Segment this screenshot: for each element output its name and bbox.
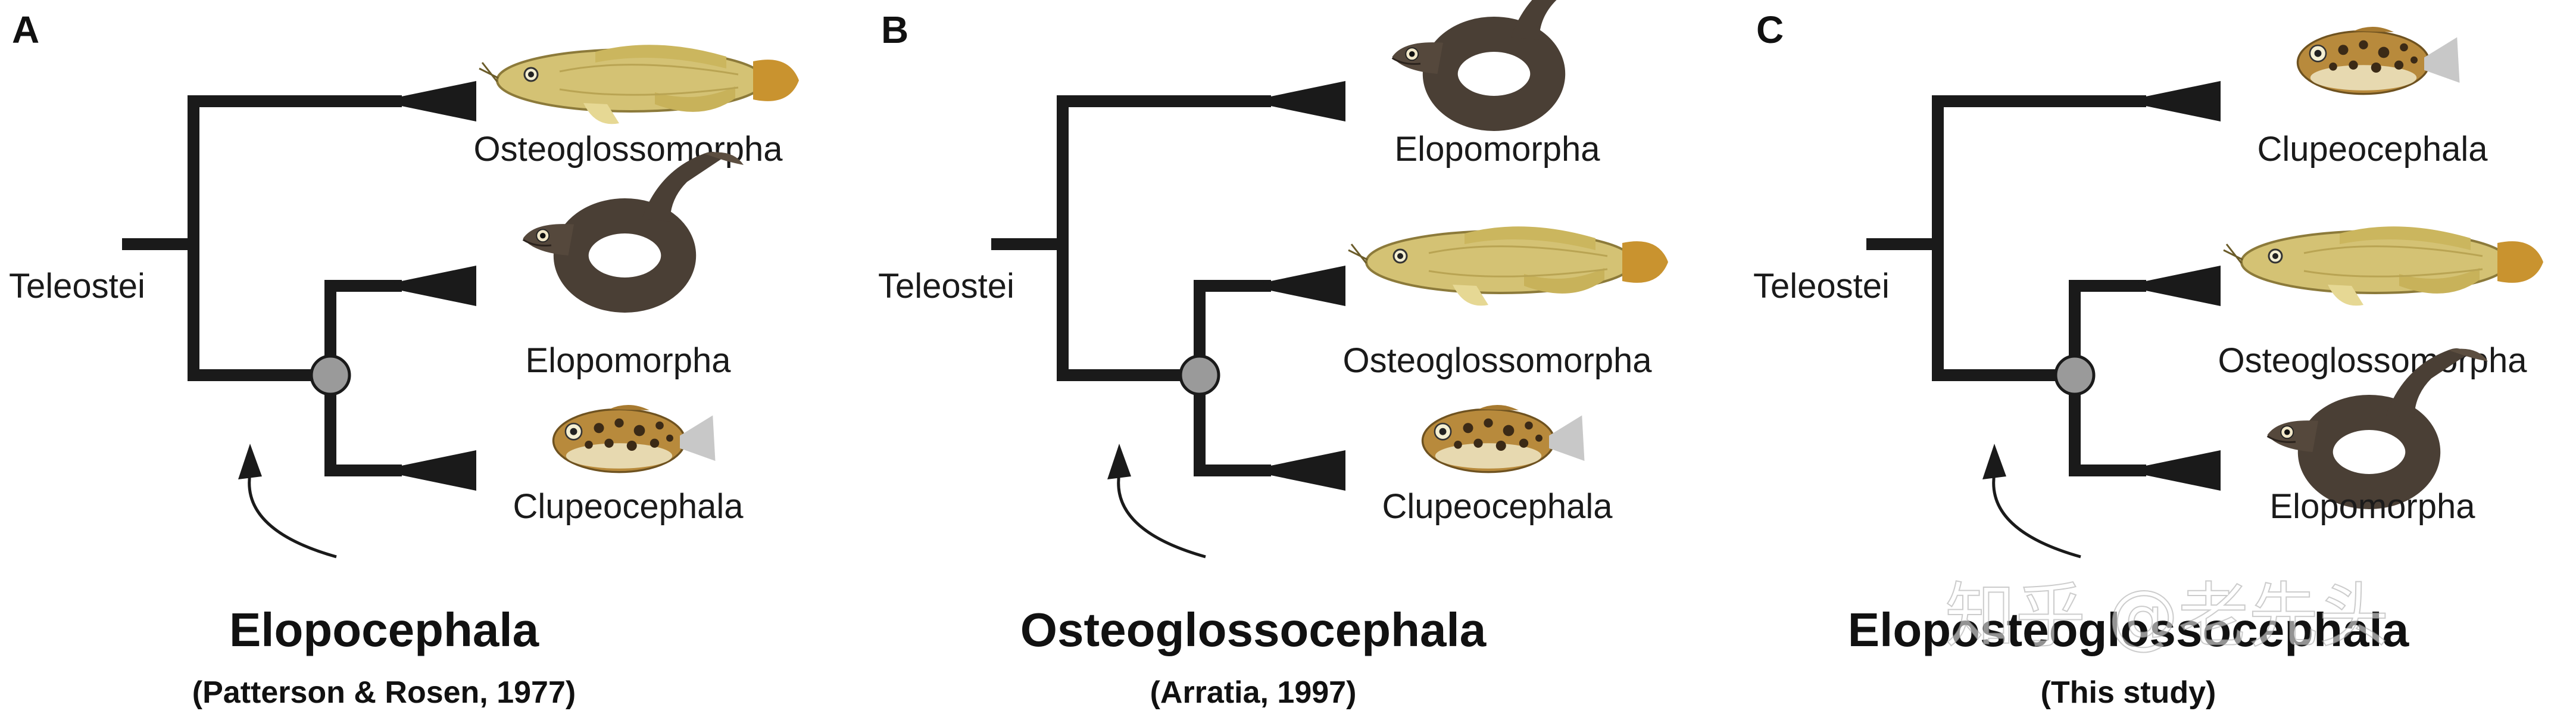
clade-label: Clupeocephala bbox=[1382, 487, 1613, 526]
eel-icon bbox=[1392, 0, 1613, 114]
clade-wedge bbox=[2134, 450, 2221, 491]
clade-wedge bbox=[1259, 266, 1345, 306]
clade-label: Elopomorpha bbox=[526, 341, 732, 380]
citation: (Arratia, 1997) bbox=[1150, 675, 1357, 710]
arowana-icon bbox=[2222, 225, 2544, 307]
clade-wedge bbox=[1259, 450, 1345, 491]
arrow-line bbox=[1992, 473, 2081, 559]
panel-b: B Teleostei ElopomorphaOsteoglossomorphaCl… bbox=[878, 0, 1669, 710]
arowana-icon bbox=[478, 43, 800, 126]
ancestral-node bbox=[1179, 354, 1220, 396]
panel-c: C Teleostei ClupeocephalaOsteoglossomorpha… bbox=[1753, 8, 2544, 710]
arowana-icon bbox=[1347, 225, 1669, 307]
tree-branches bbox=[991, 95, 1271, 476]
root-label: Teleostei bbox=[9, 267, 145, 305]
root-label: Teleostei bbox=[1753, 267, 1890, 305]
clade-title: Elopocephala bbox=[229, 603, 539, 656]
tree-branches bbox=[122, 95, 402, 476]
citation: (Patterson & Rosen, 1977) bbox=[192, 675, 576, 710]
tree-branches bbox=[1866, 95, 2146, 476]
ancestral-node bbox=[310, 354, 351, 396]
citation: (This study) bbox=[2041, 675, 2216, 710]
clade-wedge bbox=[390, 450, 476, 491]
panel-a: ATeleosteiOsteoglossomorphaElopomorphaCl… bbox=[9, 8, 800, 710]
clade-wedge bbox=[390, 266, 476, 306]
arrow-head-icon bbox=[238, 444, 262, 479]
pufferfish-icon bbox=[552, 404, 717, 473]
clade-wedge bbox=[2134, 266, 2221, 306]
eel-icon bbox=[523, 152, 744, 295]
panel-letter: A bbox=[12, 8, 39, 51]
clade-title: Osteoglossocephala bbox=[1020, 603, 1487, 656]
clade-wedge bbox=[1259, 81, 1345, 121]
clade-wedge bbox=[2134, 81, 2221, 121]
pufferfish-icon bbox=[2296, 26, 2461, 95]
clade-label: Clupeocephala bbox=[2257, 130, 2488, 169]
arrow-head-icon bbox=[1982, 444, 2006, 479]
clade-wedge bbox=[390, 81, 476, 121]
panel-letter: C bbox=[1756, 8, 1784, 51]
arrow-line bbox=[248, 473, 337, 559]
clade-label: Clupeocephala bbox=[513, 487, 744, 526]
arrow-line bbox=[1117, 473, 1206, 559]
clade-label: Elopomorpha bbox=[2270, 487, 2476, 526]
clade-label: Osteoglossomorpha bbox=[2218, 341, 2527, 380]
clade-title: Eloposteoglossocephala bbox=[1848, 603, 2409, 656]
clade-label: Elopomorpha bbox=[1395, 130, 1601, 169]
root-label: Teleostei bbox=[878, 267, 1014, 305]
pufferfish-icon bbox=[1421, 404, 1586, 473]
clade-label: Osteoglossomorpha bbox=[1342, 341, 1652, 380]
ancestral-node bbox=[2054, 354, 2096, 396]
arrow-head-icon bbox=[1107, 444, 1131, 479]
panel-letter: B bbox=[881, 8, 908, 51]
watermark: 知乎 @老先头 bbox=[1945, 575, 2389, 657]
